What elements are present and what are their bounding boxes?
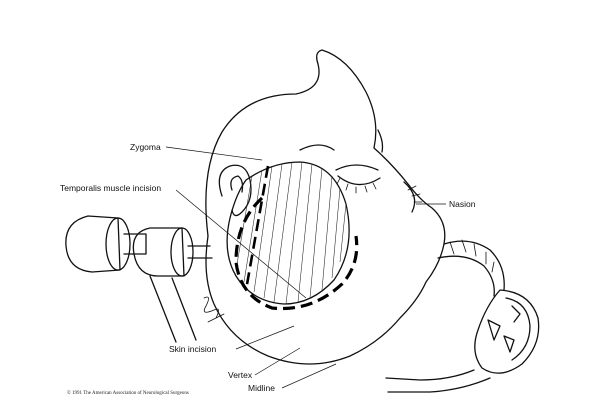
temporalis-incision-line: [244, 165, 270, 291]
skin-incision-line: [234, 196, 359, 311]
label-skin-incision: Skin incision: [169, 344, 217, 354]
head-outline: [203, 49, 446, 365]
copyright-notice: © 1991 The American Association of Neuro…: [67, 390, 189, 396]
label-midline: Midline: [248, 383, 275, 393]
head-holder-left: [65, 215, 213, 343]
label-zygoma: Zygoma: [130, 142, 161, 152]
head-holder-right: [385, 239, 540, 393]
label-temporalis-muscle-incision: Temporalis muscle incision: [60, 183, 161, 193]
label-vertex: Vertex: [228, 370, 253, 380]
temporalis-muscle: [226, 161, 350, 305]
label-nasion: Nasion: [449, 199, 476, 209]
leader-lines: [165, 146, 446, 389]
